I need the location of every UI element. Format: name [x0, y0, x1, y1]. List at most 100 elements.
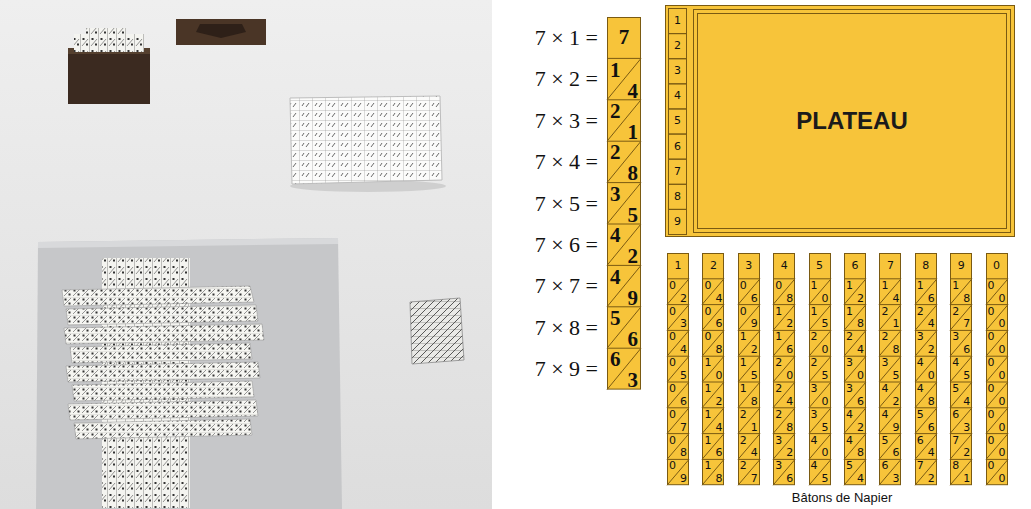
strip-cell: 7 — [879, 253, 901, 279]
strip-cell: 36 — [773, 459, 795, 485]
units-digit: 0 — [999, 318, 1006, 329]
units-digit: 7 — [963, 318, 970, 329]
cell-diagonal — [915, 279, 937, 305]
column-slot: 2 — [669, 34, 687, 59]
napier-rod: 71421283542495663 — [879, 253, 901, 485]
units-digit: 0 — [822, 447, 829, 458]
strip-cell: 36 — [950, 330, 972, 356]
units-digit: 6 — [928, 422, 935, 433]
cell-diagonal — [667, 382, 689, 408]
row-number: 6 — [674, 141, 681, 153]
lid-clasp — [196, 24, 246, 38]
cell-diagonal — [844, 434, 866, 460]
strip-cell: 16 — [702, 434, 724, 460]
strip-cell: 10 — [702, 356, 724, 382]
tens-digit: 0 — [669, 280, 676, 291]
strip-cell: 24 — [773, 382, 795, 408]
cell-diagonal — [950, 279, 972, 305]
cell-diagonal — [738, 434, 760, 460]
units-digit: 4 — [963, 396, 970, 407]
cell-diagonal — [702, 279, 724, 305]
cell-diagonal — [809, 279, 831, 305]
horizontal-rod — [74, 419, 252, 439]
strip-cell: 03 — [667, 305, 689, 331]
row-number: 2 — [674, 40, 681, 52]
units-digit: 0 — [857, 370, 864, 381]
cell-diagonal — [667, 434, 689, 460]
cell-diagonal — [950, 382, 972, 408]
units-digit: 5 — [822, 422, 829, 433]
strip-cell: 20 — [809, 330, 831, 356]
strip-cell: 8 — [915, 253, 937, 279]
units-digit: 8 — [786, 293, 793, 304]
horizontal-rod — [66, 362, 260, 382]
units-digit: 0 — [999, 473, 1006, 484]
strip-cell: 00 — [986, 305, 1008, 331]
tens-digit: 0 — [669, 383, 676, 394]
rod-number: 7 — [619, 27, 630, 48]
cell-diagonal — [738, 356, 760, 382]
tens-digit: 2 — [811, 331, 818, 342]
strip-cell: 35 — [607, 183, 641, 224]
strip-cell: 04 — [702, 279, 724, 305]
cell-diagonal — [773, 356, 795, 382]
cell-diagonal — [667, 305, 689, 331]
strip-cell: 12 — [773, 305, 795, 331]
cell-diagonal — [986, 434, 1008, 460]
cell-diagonal — [702, 330, 724, 356]
units-digit: 3 — [892, 473, 899, 484]
strip-cell: 21 — [607, 100, 641, 141]
cell-diagonal — [702, 305, 724, 331]
units-digit: 0 — [822, 344, 829, 355]
units-digit: 6 — [928, 293, 935, 304]
strip-cell: 28 — [607, 141, 641, 182]
units-digit: 6 — [715, 447, 722, 458]
horizontal-rod — [72, 381, 254, 401]
column-cell — [669, 59, 687, 84]
rod-number: 4 — [781, 260, 788, 271]
cell-diagonal — [844, 356, 866, 382]
strip-cell: 00 — [986, 330, 1008, 356]
units-digit: 2 — [963, 447, 970, 458]
strip-cell: 49 — [607, 266, 641, 307]
tens-digit: 2 — [740, 409, 747, 420]
strip-cell: 6 — [844, 253, 866, 279]
rod-number: 2 — [710, 260, 717, 271]
equation-label: 7 × 7 = — [535, 271, 598, 301]
tens-digit: 3 — [811, 409, 818, 420]
units-digit: 2 — [786, 318, 793, 329]
units-digit: 4 — [715, 293, 722, 304]
units-digit: 8 — [857, 318, 864, 329]
strip-cell: 28 — [879, 330, 901, 356]
units-digit: 3 — [680, 318, 687, 329]
units-digit: 9 — [892, 422, 899, 433]
column-slot: 5 — [669, 109, 687, 134]
cell-diagonal — [844, 408, 866, 434]
tens-digit: 4 — [881, 409, 888, 420]
plateau-panel: PLATEAU — [693, 9, 1011, 233]
strip-cell: 7 — [607, 17, 641, 58]
strip-cell: 35 — [879, 356, 901, 382]
strip-cell: 00 — [986, 279, 1008, 305]
tens-digit: 6 — [610, 349, 621, 370]
equation-label: 7 × 3 = — [535, 106, 598, 136]
cell-diagonal — [773, 459, 795, 485]
strip-cell: 0 — [986, 253, 1008, 279]
units-digit: 0 — [786, 370, 793, 381]
units-digit: 6 — [892, 447, 899, 458]
cell-diagonal — [809, 330, 831, 356]
units-digit: 2 — [857, 293, 864, 304]
cell-diagonal — [738, 408, 760, 434]
rod-number: 5 — [816, 260, 823, 271]
units-digit: 6 — [786, 473, 793, 484]
strip-cell: 64 — [915, 434, 937, 460]
equation-label: 7 × 4 = — [535, 147, 598, 177]
tens-digit: 0 — [740, 306, 747, 317]
units-digit: 2 — [715, 396, 722, 407]
tens-digit: 2 — [610, 142, 621, 163]
tens-digit: 2 — [917, 306, 924, 317]
tens-digit: 4 — [881, 383, 888, 394]
strip-cell: 18 — [950, 279, 972, 305]
tens-digit: 1 — [846, 280, 853, 291]
